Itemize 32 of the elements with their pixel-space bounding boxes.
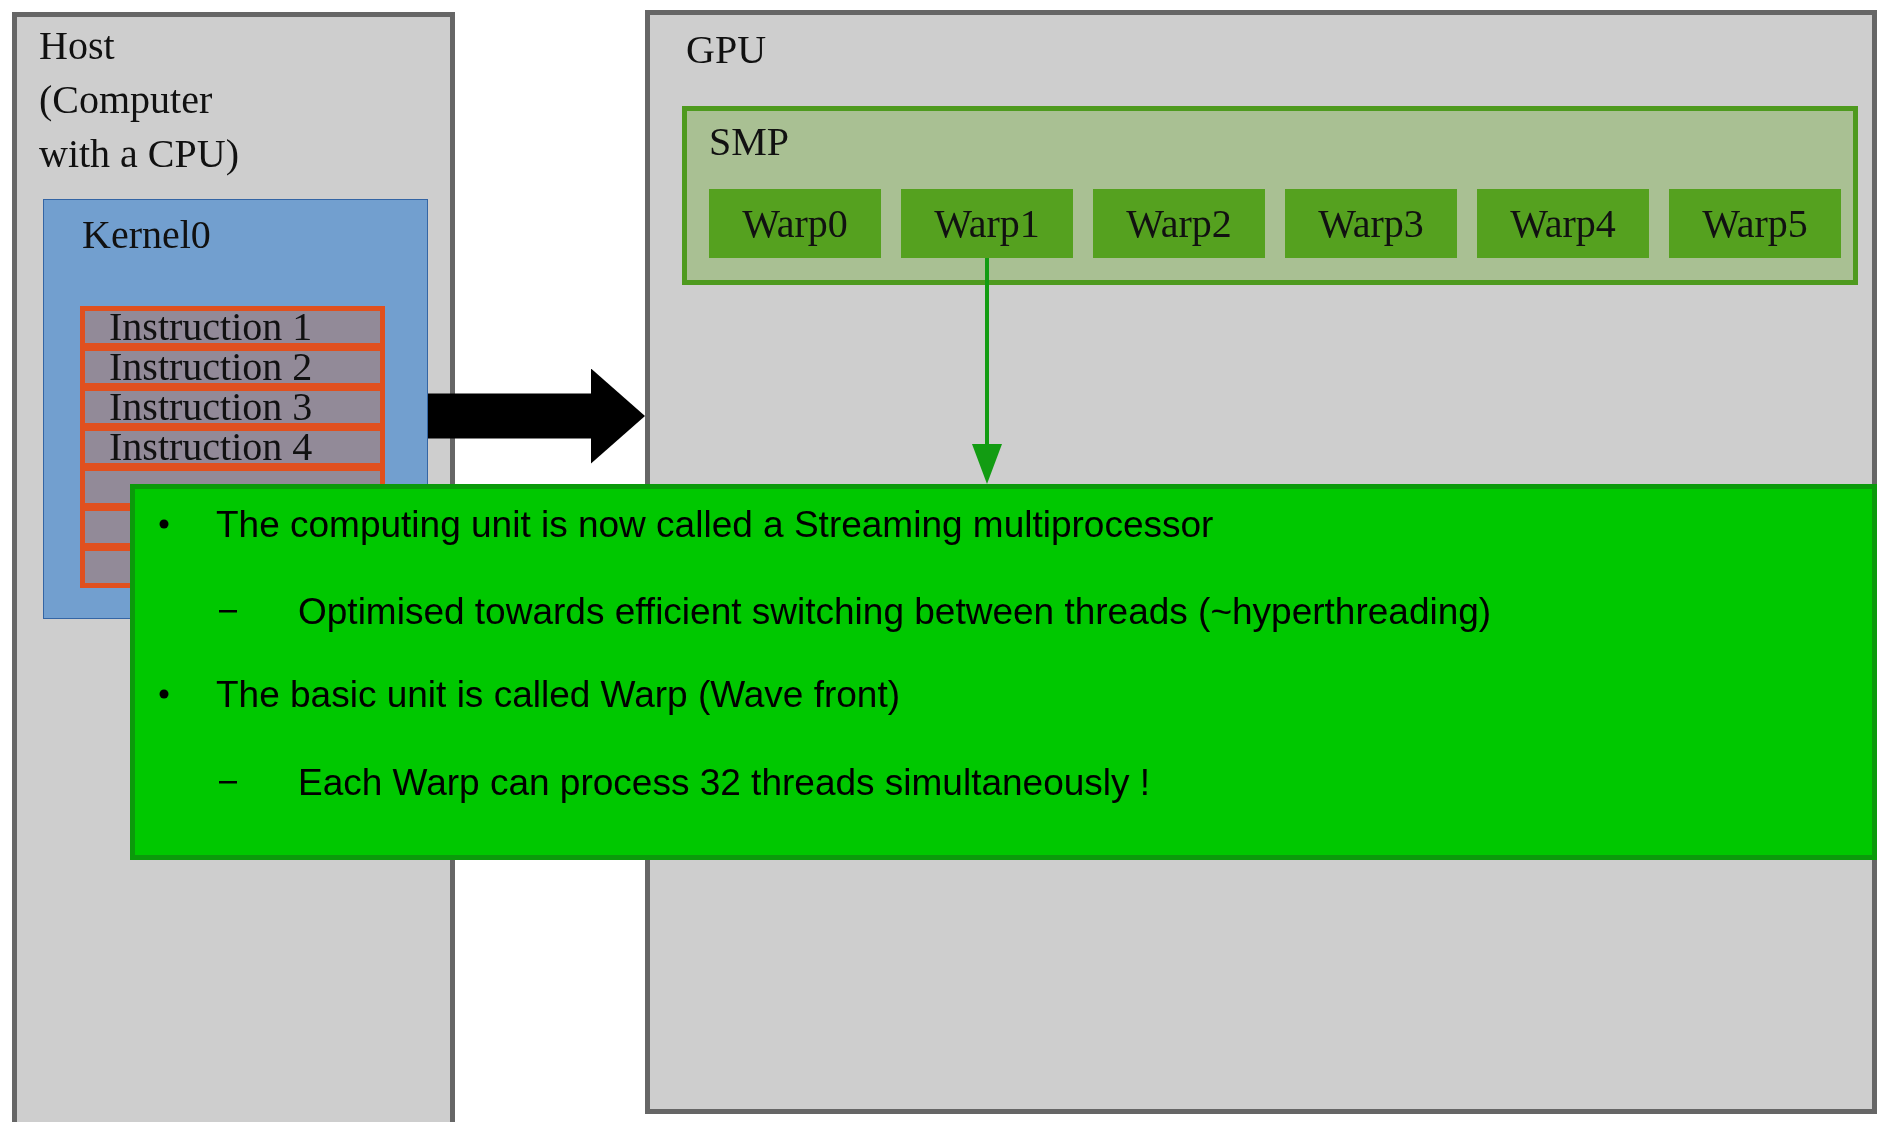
instruction-row [80,426,385,468]
warp-label: Warp4 [1510,200,1616,247]
bullet-text: The basic unit is called Warp (Wave front) [216,673,901,717]
smp-box [682,106,1858,285]
panel-title: Host (Computer with a CPU) [39,22,240,178]
warp-label: Warp3 [1318,200,1424,247]
instruction-row [80,306,385,348]
warp-label: Warp0 [742,200,848,247]
warp-label: Warp1 [934,200,1040,247]
instruction-row [80,346,385,388]
warp-label: Warp5 [1702,200,1808,247]
block-arrow [428,368,645,464]
instruction-label: Instruction 4 [109,427,313,467]
arrow [972,258,1002,484]
instruction-label: Instruction 3 [109,387,313,427]
bullet-text: The computing unit is now called a Streaming multiprocessor [216,503,1214,547]
bullet-text: Each Warp can process 32 threads simultaneously ! [298,761,1151,805]
warp-box [1669,189,1841,258]
bullet-text: Optimised towards efficient switching between threads (~hyperthreading) [298,590,1492,634]
panel-title: GPU [686,26,767,74]
box-title: SMP [709,119,790,165]
warp-box [901,189,1073,258]
box-title: Kernel0 [82,212,211,258]
instruction-label: Instruction 1 [109,307,313,347]
warp-label: Warp2 [1126,200,1232,247]
overlay-dialog [130,484,1877,860]
warp-box [1285,189,1457,258]
warp-box [1477,189,1649,258]
instruction-label: Instruction 2 [109,347,313,387]
warp-box [1093,189,1265,258]
instruction-row [80,386,385,428]
warp-box [709,189,881,258]
